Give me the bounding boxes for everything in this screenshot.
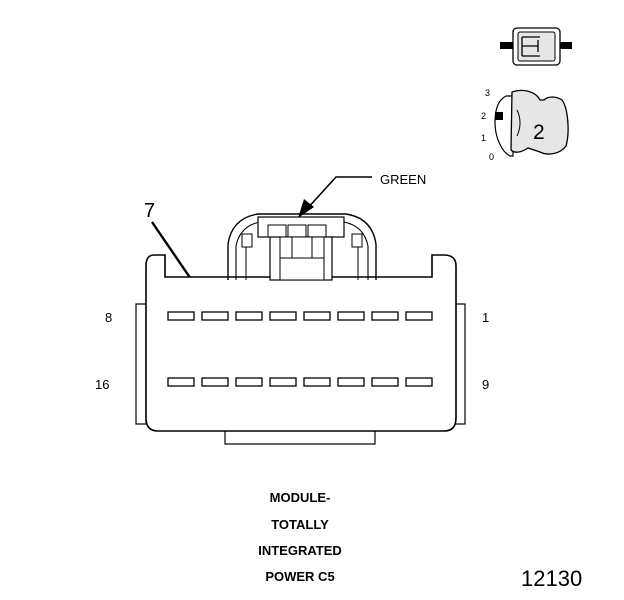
reference-number: 12130	[521, 566, 583, 591]
pin-cavity	[303, 377, 331, 387]
pin-cavity	[201, 311, 229, 321]
position-label: 3	[485, 88, 490, 98]
pin-number-label: 1	[482, 310, 489, 325]
pin-cavity	[167, 311, 195, 321]
callout-pin-label: 7	[144, 200, 155, 222]
pin-cavity	[235, 377, 263, 387]
pin-cavity	[269, 377, 297, 387]
pin-number-label: 9	[482, 377, 489, 392]
pin-cavity	[303, 311, 331, 321]
pin-cavity	[371, 377, 399, 387]
caption-line: INTEGRATED	[258, 543, 342, 558]
pin-row-lower	[167, 377, 433, 387]
position-label: 2	[481, 111, 486, 121]
view-number: 2	[533, 121, 545, 144]
position-label: 0	[489, 152, 494, 162]
caption-line: TOTALLY	[271, 517, 329, 532]
pin-cavity	[201, 377, 229, 387]
caption-line: MODULE-	[269, 490, 331, 505]
pin-row-upper	[167, 311, 433, 321]
pin-cavity	[269, 311, 297, 321]
caption-line: POWER C5	[265, 569, 335, 584]
pin-cavity	[337, 377, 365, 387]
connector-body	[135, 213, 466, 445]
pin-cavity	[235, 311, 263, 321]
pin-cavity	[371, 311, 399, 321]
pin-number-label: 16	[95, 377, 109, 392]
view-indicator-icon	[494, 89, 569, 157]
color-leader-line	[305, 176, 372, 211]
pin-cavity	[337, 311, 365, 321]
position-label: 1	[481, 133, 486, 143]
pin-number-label: 8	[105, 310, 112, 325]
pin-cavity	[405, 377, 433, 387]
pin-cavity	[167, 377, 195, 387]
connector-end-icon	[500, 27, 572, 66]
pin-cavity	[405, 311, 433, 321]
color-leader-arrow	[298, 199, 314, 218]
color-label: GREEN	[380, 172, 426, 187]
